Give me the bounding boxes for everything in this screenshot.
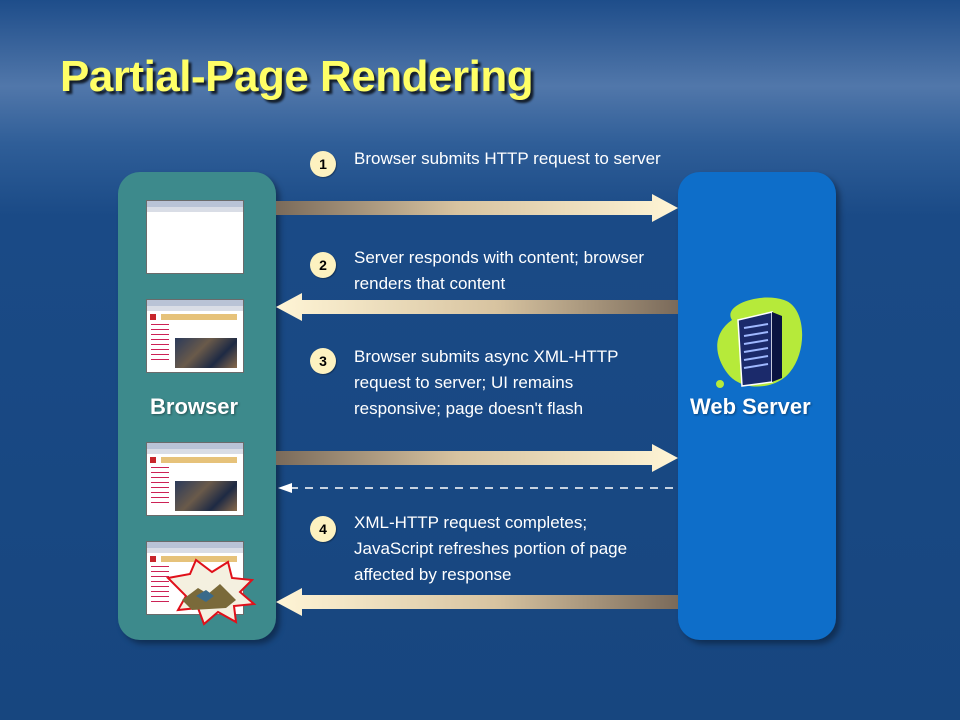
browser-screenshot-blank	[146, 200, 244, 274]
web-server-panel	[678, 172, 836, 640]
arrow-request-1	[276, 194, 678, 222]
web-server-label: Web Server	[690, 394, 811, 419]
arrow-response-4	[276, 588, 678, 616]
slide-title: Partial-Page Rendering	[60, 52, 534, 101]
step-text-4: XML-HTTP request completes; JavaScript r…	[354, 513, 628, 584]
browser-screenshot-page-async	[146, 442, 244, 516]
refresh-burst-icon	[165, 558, 257, 626]
step-text-3: Browser submits async XML-HTTP request t…	[354, 347, 619, 418]
server-icon	[716, 297, 803, 388]
step-badge-1: 1	[310, 151, 336, 177]
arrow-async-request-3	[276, 444, 678, 472]
browser-label: Browser	[150, 394, 239, 419]
step-badge-2: 2	[310, 252, 336, 278]
step-badge-3: 3	[310, 348, 336, 374]
step-text-1: Browser submits HTTP request to server	[354, 149, 661, 168]
browser-screenshot-page	[146, 299, 244, 373]
step-text-2: Server responds with content; browser re…	[354, 248, 645, 293]
step-badge-4: 4	[310, 516, 336, 542]
arrow-response-2	[276, 293, 678, 321]
